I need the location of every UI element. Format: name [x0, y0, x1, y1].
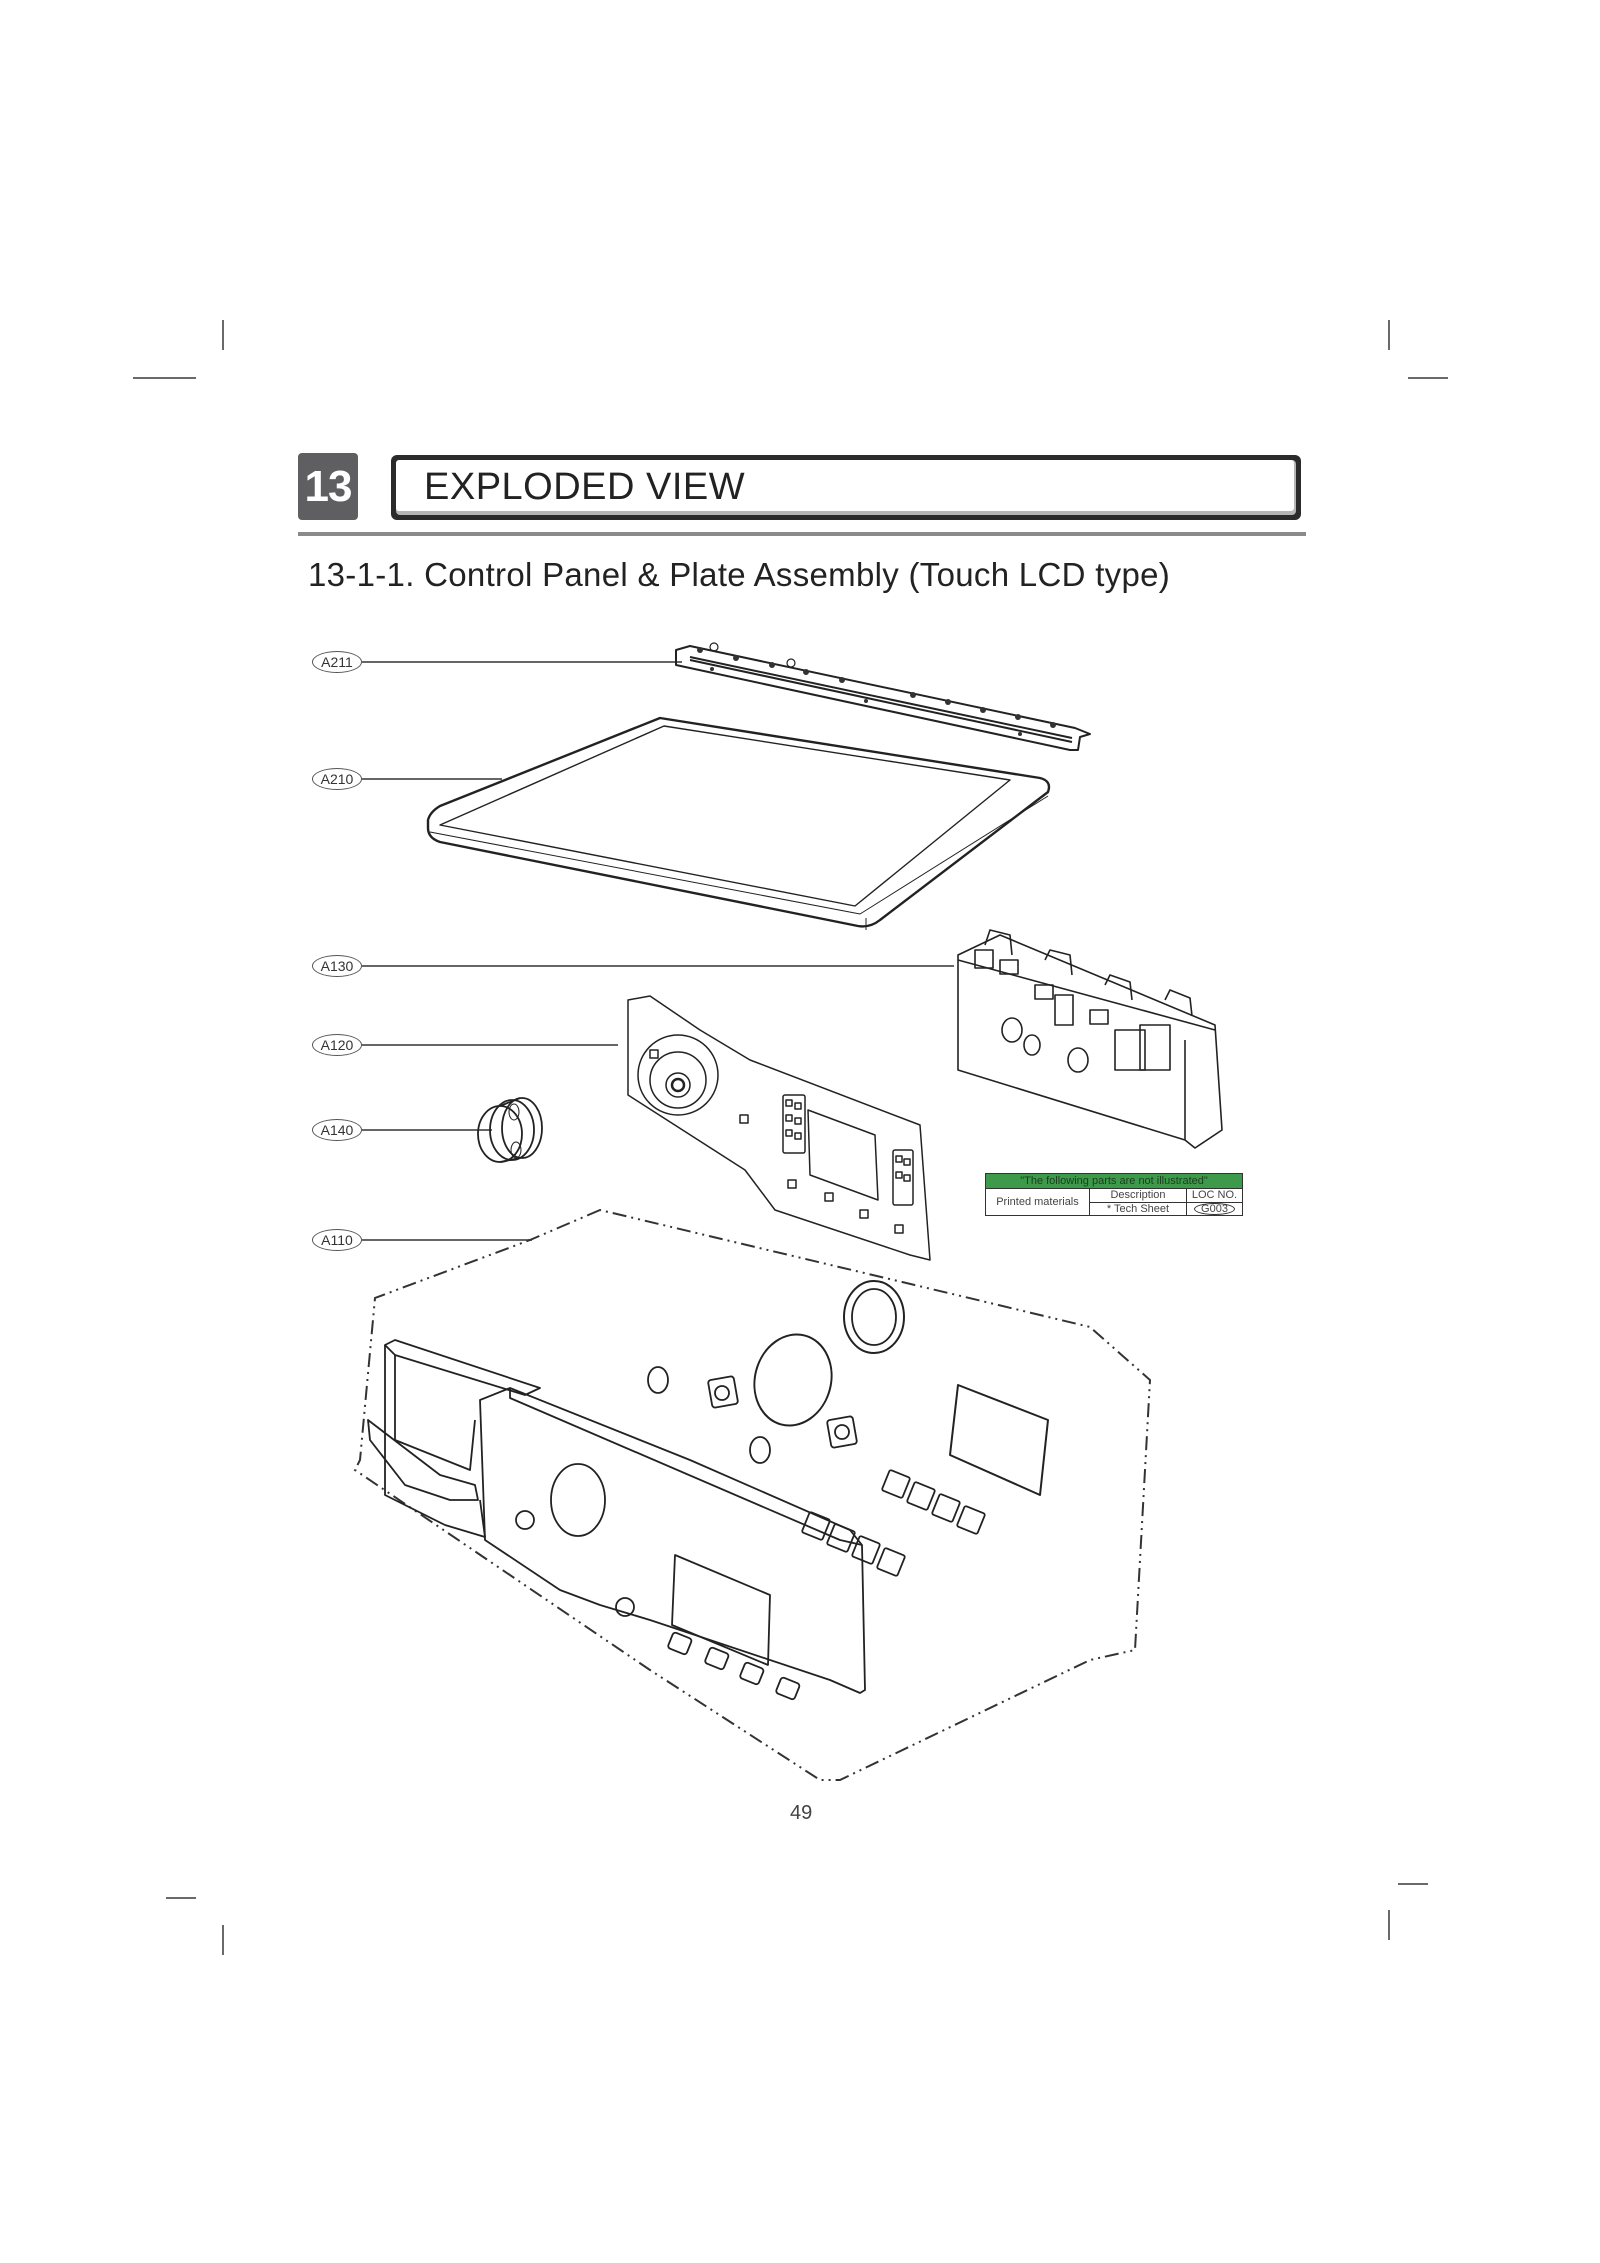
row-description: * Tech Sheet — [1090, 1202, 1187, 1215]
leader-line — [362, 1044, 618, 1046]
top-plate-part — [426, 716, 1051, 930]
leader-line — [362, 1129, 492, 1131]
control-panel-part — [367, 1280, 1049, 1701]
leader-line — [362, 965, 954, 967]
crop-mark — [222, 320, 224, 350]
bracket-strip-part — [675, 642, 1091, 751]
callout-a140: A140 — [312, 1119, 362, 1141]
column-header-description: Description — [1090, 1189, 1187, 1202]
crop-mark — [222, 1925, 224, 1955]
crop-mark — [166, 1897, 196, 1899]
crop-mark — [133, 377, 196, 379]
crop-mark — [1388, 320, 1390, 350]
column-header-loc: LOC NO. — [1191, 1189, 1238, 1201]
leader-line — [362, 661, 682, 663]
section-title: EXPLODED VIEW — [424, 466, 746, 508]
crop-mark — [1398, 1883, 1428, 1885]
crop-mark — [1388, 1910, 1390, 1940]
table-category: Printed materials — [986, 1189, 1090, 1215]
callout-a210: A210 — [312, 768, 362, 790]
page-number: 49 — [790, 1802, 813, 1824]
knob-part — [477, 1097, 543, 1163]
not-illustrated-parts-table: "The following parts are not illustrated… — [985, 1173, 1243, 1216]
callout-a211: A211 — [312, 651, 362, 673]
table-row: * Tech Sheet G003 — [1090, 1201, 1242, 1215]
header-divider — [298, 532, 1306, 536]
row-loc: G003 — [1194, 1202, 1235, 1215]
table-header: "The following parts are not illustrated… — [986, 1174, 1242, 1189]
callout-a130: A130 — [312, 955, 362, 977]
display-pcb-part — [627, 995, 931, 1261]
leader-line — [362, 778, 502, 780]
section-number: 13 — [298, 453, 358, 520]
subsection-title: 13-1-1. Control Panel & Plate Assembly (… — [308, 556, 1171, 593]
callout-a120: A120 — [312, 1034, 362, 1056]
assembly-boundary — [353, 1208, 1152, 1781]
leader-line — [362, 1239, 532, 1241]
section-title-box: EXPLODED VIEW — [391, 455, 1301, 520]
callout-a110: A110 — [312, 1229, 362, 1251]
main-pcb-part — [957, 929, 1223, 1149]
crop-mark — [1408, 377, 1448, 379]
